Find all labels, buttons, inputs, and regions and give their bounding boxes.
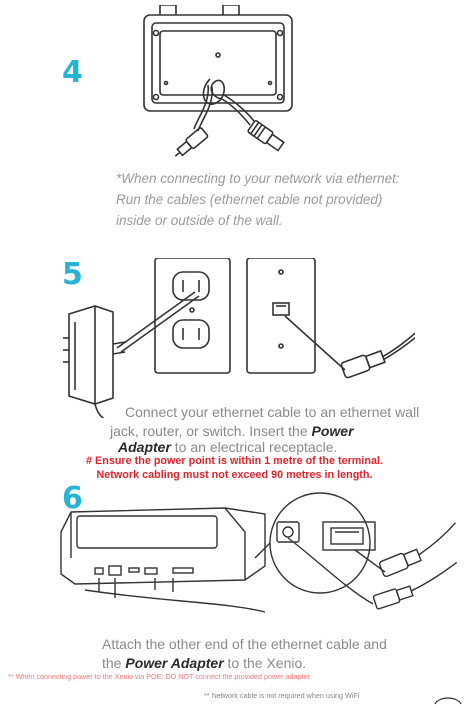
ethernet-note-line2: Run the cables (ethernet cable not provi… bbox=[116, 192, 383, 207]
wall-mount-bracket-illustration bbox=[143, 5, 293, 157]
step5-line2: jack, router, or switch. Insert the Powe… bbox=[110, 421, 460, 441]
poe-footnote: ** When connecting power to the Xenio vi… bbox=[8, 672, 310, 681]
warning-cable-length: Network cabling must not exceed 90 metre… bbox=[96, 469, 373, 481]
step6-line2: the Power Adapter to the Xenio. bbox=[102, 653, 462, 673]
step5-line3: Adapter to an electrical receptacle. bbox=[118, 437, 448, 457]
step5-line1: Connect your ethernet cable to an ethern… bbox=[125, 404, 420, 420]
step-number-6: 6 bbox=[62, 481, 83, 516]
power-outlet-and-jack-illustration bbox=[63, 258, 415, 418]
power-adapter-bold: Power bbox=[311, 423, 354, 439]
ethernet-note-line1: *When connecting to your network via eth… bbox=[116, 171, 400, 186]
ethernet-note-line3: inside or outside of the wall. bbox=[116, 213, 283, 228]
step6-line1: Attach the other end of the ethernet cab… bbox=[102, 636, 387, 652]
page-corner-icon bbox=[434, 697, 462, 705]
step-number-5: 5 bbox=[62, 257, 83, 292]
step-number-4: 4 bbox=[62, 55, 83, 90]
warning-power-point: # Ensure the power point is within 1 met… bbox=[86, 455, 383, 467]
ethernet-note: *When connecting to your network via eth… bbox=[116, 168, 446, 231]
adapter-bold: Adapter bbox=[118, 439, 171, 455]
step5-line3-text: to an electrical receptacle. bbox=[170, 439, 338, 455]
power-adapter-bold-2: Power Adapter bbox=[125, 655, 224, 671]
wifi-footnote: ** Network cable is not required when us… bbox=[204, 691, 360, 700]
step5-line2-text: jack, router, or switch. Insert the bbox=[110, 423, 312, 439]
xenio-terminal-illustration bbox=[60, 492, 458, 613]
step6-line2-a: the bbox=[102, 655, 126, 671]
step6-line2-b: to the Xenio. bbox=[223, 655, 307, 671]
